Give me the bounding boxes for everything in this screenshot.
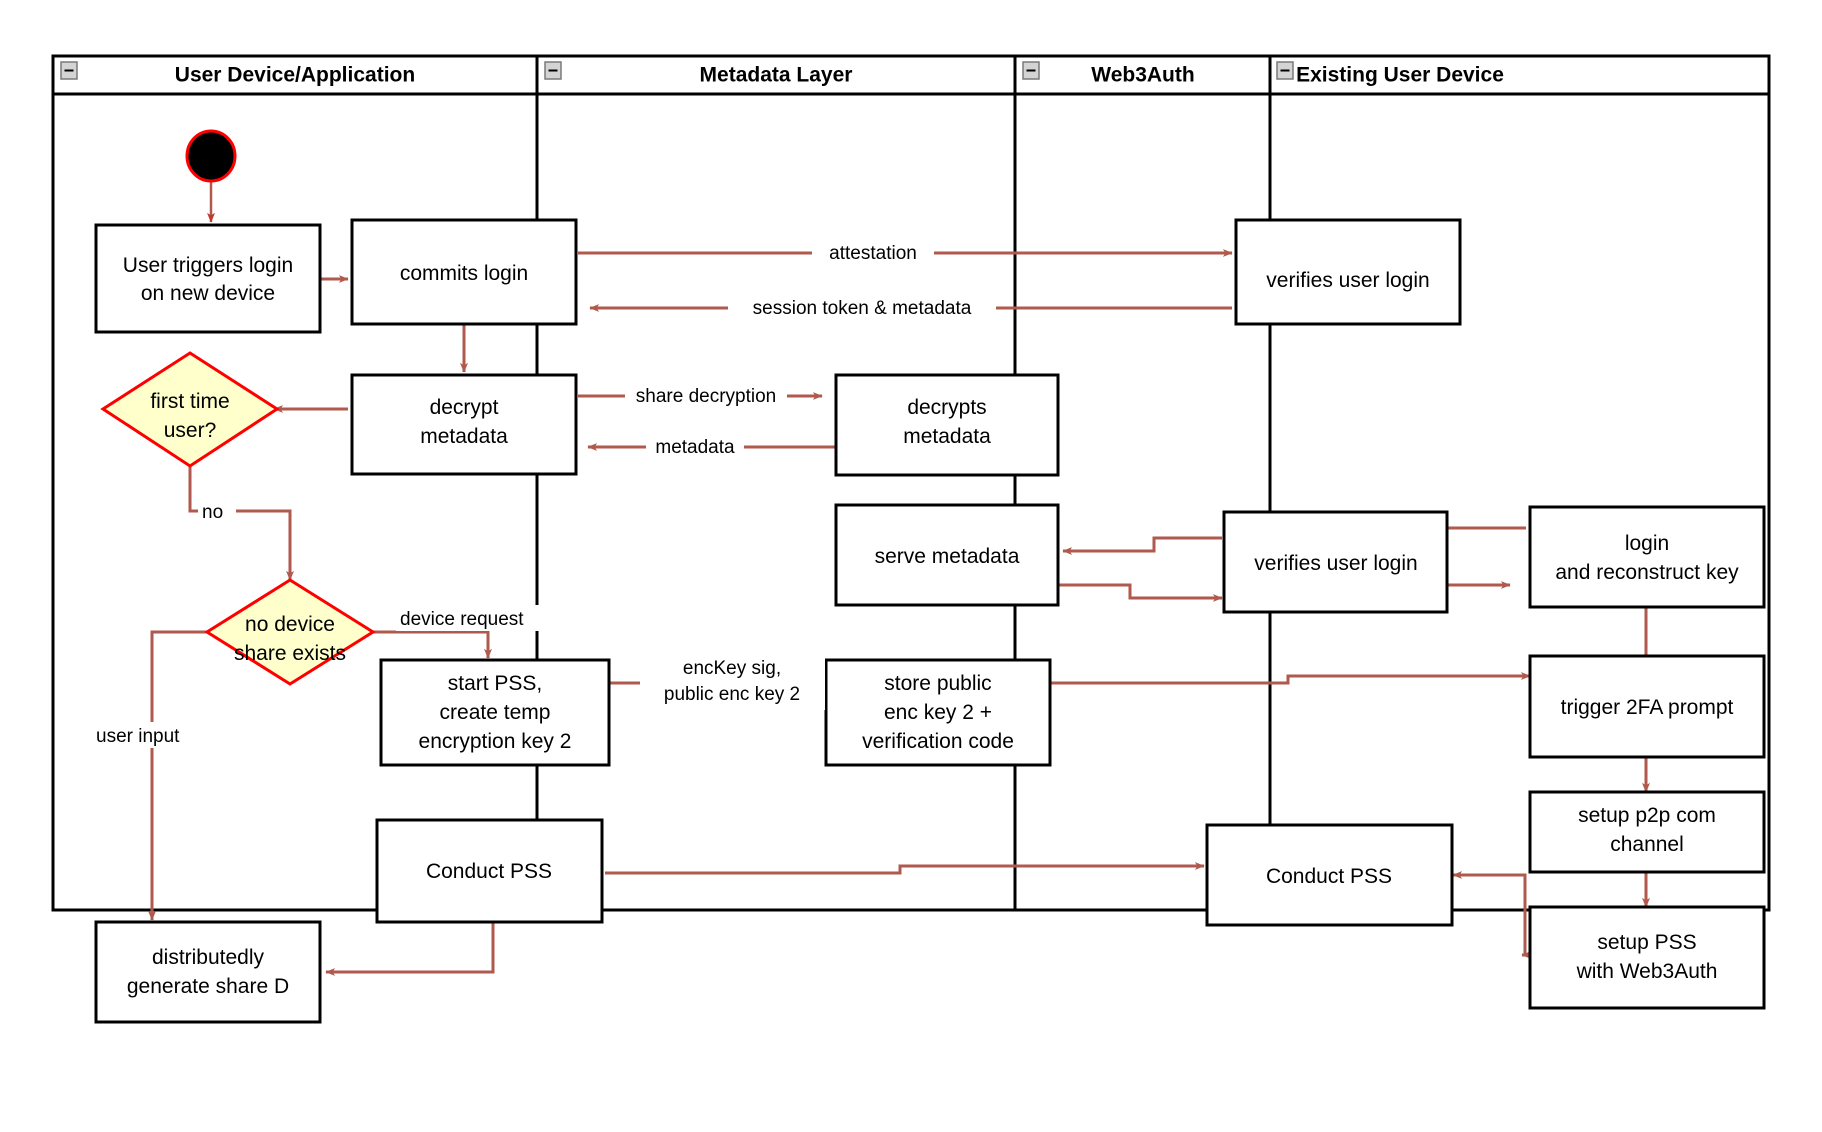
lane-header-web3auth [1013, 54, 1272, 96]
edge-label-group: attestation session token & metadata sha… [92, 239, 996, 748]
collapse-icon-user-device[interactable] [60, 61, 78, 80]
collapse-icon-existing-device[interactable] [1276, 61, 1294, 80]
edge-to-conductpss-web3auth [605, 862, 1205, 875]
label-backing [92, 722, 204, 748]
lane-header-metadata [535, 54, 1017, 96]
edge-firsttime-no-to-nodeviceshare [188, 466, 294, 581]
node-setup-p2p-com-channel[interactable]: setup p2p com channel [1528, 790, 1766, 874]
node-label-line: verifies user login [1266, 269, 1429, 292]
node-label-line: and reconstruct key [1555, 561, 1739, 584]
node-start-pss-create-temp-key[interactable]: start PSS, create temp encryption key 2 [379, 658, 611, 767]
edge-label-enckey-sig: encKey sig, [683, 658, 781, 679]
node-label-line: generate share D [127, 975, 289, 998]
lane-header-user-device [51, 54, 539, 96]
edge-label-session-token: session token & metadata [753, 298, 972, 319]
node-decrypt-metadata[interactable]: decrypt metadata [350, 373, 578, 476]
edge-conductpss-to-setuppss [1521, 900, 1532, 959]
lane-title-user-device: User Device/Application [175, 64, 415, 87]
edge-label-device-request: device request [400, 609, 524, 630]
node-verifies-user-login-2[interactable]: verifies user login [1222, 510, 1449, 614]
label-backing [640, 654, 825, 710]
lane-body-web3auth [1013, 54, 1272, 912]
node-no-device-share-exists[interactable]: no device share exists [204, 578, 376, 686]
node-label-line: store public [884, 672, 991, 695]
node-label-line: with Web3Auth [1576, 960, 1718, 983]
lane-header-existing-device [1268, 54, 1771, 96]
node-serve-metadata[interactable]: serve metadata [834, 503, 1060, 607]
node-conduct-pss-user[interactable]: Conduct PSS [375, 818, 604, 924]
lane-title-web3auth: Web3Auth [1091, 64, 1194, 87]
edge-storekey-to-trigger2fa [1050, 672, 1531, 685]
node-trigger-2fa-prompt[interactable]: trigger 2FA prompt [1528, 654, 1766, 759]
edge-label-public-enc-key: public enc key 2 [664, 684, 800, 705]
node-label-line: metadata [420, 425, 508, 448]
node-label-line: verifies user login [1254, 552, 1417, 575]
node-conduct-pss-web3auth[interactable]: Conduct PSS [1205, 823, 1454, 927]
edge-label-metadata: metadata [655, 437, 735, 458]
node-label-line: trigger 2FA prompt [1561, 696, 1734, 719]
node-distributedly-generate-share-d[interactable]: distributedly generate share D [94, 920, 322, 1024]
edge-verifies2-to-servemetadata [1062, 536, 1222, 555]
node-label-line: serve metadata [875, 545, 1020, 568]
label-backing [198, 499, 236, 523]
edge-label-attestation: attestation [829, 243, 917, 264]
node-label-line: start PSS, [448, 672, 543, 695]
label-backing [728, 294, 996, 320]
collapse-icon-web3auth[interactable] [1022, 61, 1040, 80]
node-label-line: share exists [234, 642, 346, 665]
node-label-line: enc key 2 + [884, 701, 992, 724]
node-label-line: first time [150, 390, 229, 413]
lane-body-existing-device [1268, 54, 1771, 912]
edge-conductpss-to-generateshare [325, 922, 495, 976]
node-label-line: create temp [440, 701, 551, 724]
node-label-line: verification code [862, 730, 1014, 753]
node-label-line: Conduct PSS [1266, 865, 1392, 888]
edge-nodeviceshare-to-generatesh [148, 630, 210, 921]
label-backing [646, 433, 744, 459]
lane-title-existing-device: Existing User Device [1296, 64, 1504, 87]
node-label-line: setup PSS [1597, 931, 1696, 954]
node-store-public-enc-key[interactable]: store public enc key 2 + verification co… [824, 658, 1052, 767]
node-label-line: on new device [141, 282, 275, 305]
collapse-icon-metadata[interactable] [544, 61, 562, 80]
node-commits-login[interactable]: commits login [350, 218, 578, 326]
edge-label-no: no [202, 502, 223, 523]
node-user-triggers-login[interactable]: User triggers login on new device [94, 223, 322, 334]
node-label-line: User triggers login [123, 254, 293, 277]
node-label-line: encryption key 2 [419, 730, 572, 753]
node-label-line: commits login [400, 262, 528, 285]
label-backing [812, 239, 934, 265]
label-backing [396, 605, 548, 631]
lane-group: User Device/Application Metadata Layer W… [51, 54, 1771, 912]
node-label-line: Conduct PSS [426, 860, 552, 883]
node-decrypts-metadata[interactable]: decrypts metadata [834, 373, 1060, 477]
lane-body-metadata [535, 54, 1017, 912]
label-backing [625, 382, 787, 408]
edge-label-user-input: user input [96, 726, 180, 747]
node-start[interactable] [185, 129, 237, 183]
node-label-line: setup p2p com [1578, 804, 1716, 827]
node-first-time-user[interactable]: first time user? [100, 351, 280, 468]
node-label-line: metadata [903, 425, 991, 448]
node-login-and-reconstruct-key[interactable]: login and reconstruct key [1528, 505, 1766, 609]
node-verifies-user-login-1[interactable]: verifies user login [1234, 218, 1462, 326]
node-label-line: decrypt [430, 396, 499, 419]
lane-body-user-device [51, 54, 539, 912]
node-setup-pss-with-web3auth[interactable]: setup PSS with Web3Auth [1528, 905, 1766, 1010]
node-label-line: user? [164, 419, 217, 442]
node-label-line: decrypts [907, 396, 986, 419]
node-label-line: channel [1610, 833, 1684, 856]
edge-nodeviceshare-to-startpss [370, 630, 492, 659]
edge-label-share-decryption: share decryption [636, 386, 776, 407]
edge-servemetadata-to-verifies2 [1051, 583, 1223, 602]
lane-title-metadata: Metadata Layer [700, 64, 853, 87]
node-label-line: distributedly [152, 946, 265, 969]
node-label-line: login [1625, 532, 1669, 555]
flow-nodes: User triggers login on new device commit… [94, 129, 1766, 1024]
node-label-line: no device [245, 613, 335, 636]
